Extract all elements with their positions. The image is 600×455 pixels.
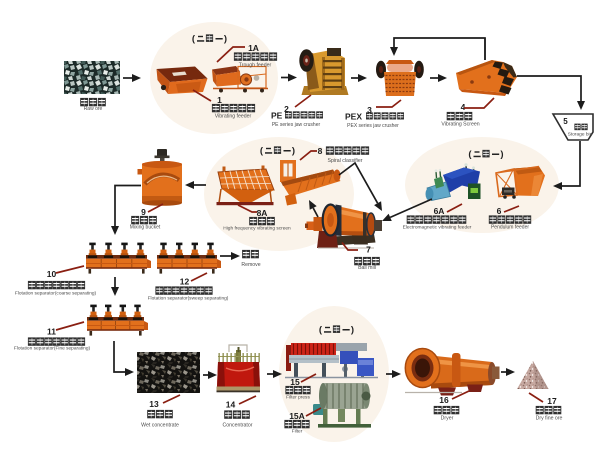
- svg-text:3: 3: [367, 105, 372, 115]
- svg-text:(: (: [319, 325, 323, 336]
- svg-text:4: 4: [461, 102, 466, 112]
- svg-text:15: 15: [290, 377, 300, 387]
- svg-text:PEX series jaw crusher: PEX series jaw crusher: [347, 123, 399, 129]
- svg-text:): ): [224, 34, 227, 45]
- svg-text:1: 1: [217, 95, 222, 105]
- svg-text:5: 5: [563, 117, 568, 126]
- svg-text:17: 17: [547, 396, 557, 406]
- svg-text:Flotation separator(coarse se: Flotation separator(coarse separating): [15, 291, 97, 297]
- svg-text:7: 7: [366, 245, 371, 255]
- svg-text:PE: PE: [271, 111, 283, 121]
- svg-text:11: 11: [47, 327, 56, 337]
- svg-text:(: (: [192, 34, 196, 45]
- svg-text:Vibrating feeder: Vibrating feeder: [215, 114, 252, 120]
- svg-text:PE series jaw crusher: PE series jaw crusher: [272, 122, 321, 128]
- svg-text:Dry fine ore: Dry fine ore: [536, 416, 563, 422]
- svg-text:Vibrating Screen: Vibrating Screen: [441, 122, 479, 128]
- svg-text:16: 16: [439, 395, 449, 405]
- svg-text:Mixing bucket: Mixing bucket: [130, 225, 161, 231]
- svg-text:8A: 8A: [257, 208, 268, 218]
- svg-text:(: (: [468, 149, 472, 160]
- svg-text:Flotation separator(sweep sepa: Flotation separator(sweep separating): [148, 296, 229, 302]
- svg-text:Wet concentrate: Wet concentrate: [141, 423, 179, 429]
- svg-text:): ): [351, 325, 354, 336]
- svg-text:13: 13: [149, 399, 159, 409]
- svg-text:Electromagnetic vibrating feed: Electromagnetic vibrating feeder: [403, 225, 472, 231]
- svg-text:8: 8: [318, 146, 323, 156]
- svg-text:Raw ore: Raw ore: [84, 106, 103, 112]
- svg-text:Spiral classifier: Spiral classifier: [328, 158, 363, 164]
- svg-text:Filter: Filter: [292, 429, 303, 435]
- svg-text:15A: 15A: [289, 411, 305, 421]
- svg-text:12: 12: [180, 277, 190, 287]
- svg-text:(: (: [260, 146, 264, 157]
- svg-text:Trough feeder: Trough feeder: [239, 63, 272, 69]
- svg-text:2: 2: [284, 104, 289, 114]
- svg-text:PEX: PEX: [345, 112, 362, 122]
- svg-text:Storage bin: Storage bin: [568, 132, 593, 138]
- svg-text:High frequency vibrating scree: High frequency vibrating screen: [223, 226, 291, 232]
- svg-text:9: 9: [141, 207, 146, 217]
- svg-text:): ): [500, 149, 503, 160]
- svg-text:6A: 6A: [434, 206, 445, 216]
- svg-text:Concentrator: Concentrator: [223, 423, 253, 429]
- svg-text:10: 10: [47, 269, 57, 279]
- svg-text:14: 14: [226, 400, 236, 410]
- svg-text:Remove: Remove: [241, 262, 260, 268]
- svg-text:): ): [292, 146, 295, 157]
- svg-text:Pendulum feeder: Pendulum feeder: [491, 225, 529, 231]
- svg-text:Ball mill: Ball mill: [358, 265, 376, 271]
- svg-text:Dryer: Dryer: [441, 416, 454, 422]
- svg-text:6: 6: [497, 206, 502, 216]
- svg-text:1A: 1A: [248, 43, 259, 53]
- svg-text:Filter press: Filter press: [286, 395, 310, 401]
- svg-text:Flotation separator(Fine separ: Flotation separator(Fine separating): [14, 346, 91, 352]
